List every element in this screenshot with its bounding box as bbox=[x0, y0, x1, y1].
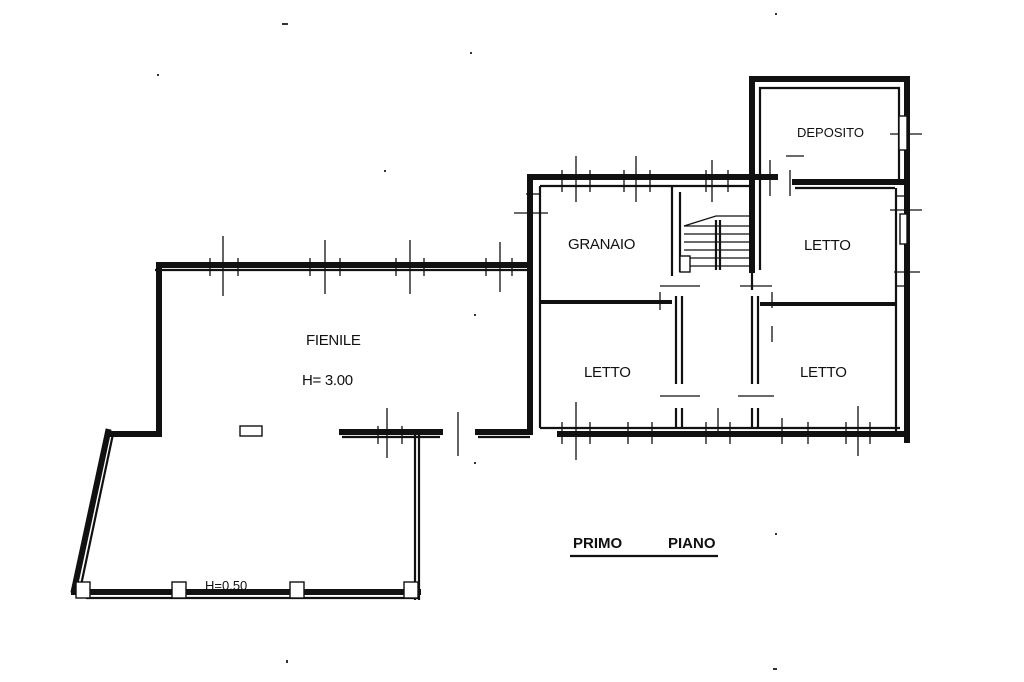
room-label-letto-lower-right: LETTO bbox=[800, 364, 847, 381]
room-label-fienile: FIENILE bbox=[306, 332, 361, 349]
room-label-granaio: GRANAIO bbox=[568, 236, 635, 253]
house-openings bbox=[514, 115, 922, 460]
room-label-letto-lower-left: LETTO bbox=[584, 364, 631, 381]
fienile-openings bbox=[209, 236, 513, 458]
room-label-letto-upper-right: LETTO bbox=[804, 237, 851, 254]
scan-specks bbox=[157, 13, 777, 670]
room-height-fienile: H= 3.00 bbox=[302, 372, 353, 389]
floor-title: PRIMO PIANO bbox=[570, 535, 718, 558]
floor-title-primo: PRIMO bbox=[573, 535, 623, 552]
floor-title-piano: PIANO bbox=[668, 535, 716, 552]
fienile-walls bbox=[70, 262, 533, 600]
room-height-portico: H=0.50 bbox=[205, 578, 247, 593]
room-label-deposito: DEPOSITO bbox=[797, 125, 864, 140]
staircase bbox=[679, 215, 750, 273]
room-labels: FIENILE H= 3.00 H=0.50 GRANAIO DEPOSITO … bbox=[205, 125, 864, 593]
